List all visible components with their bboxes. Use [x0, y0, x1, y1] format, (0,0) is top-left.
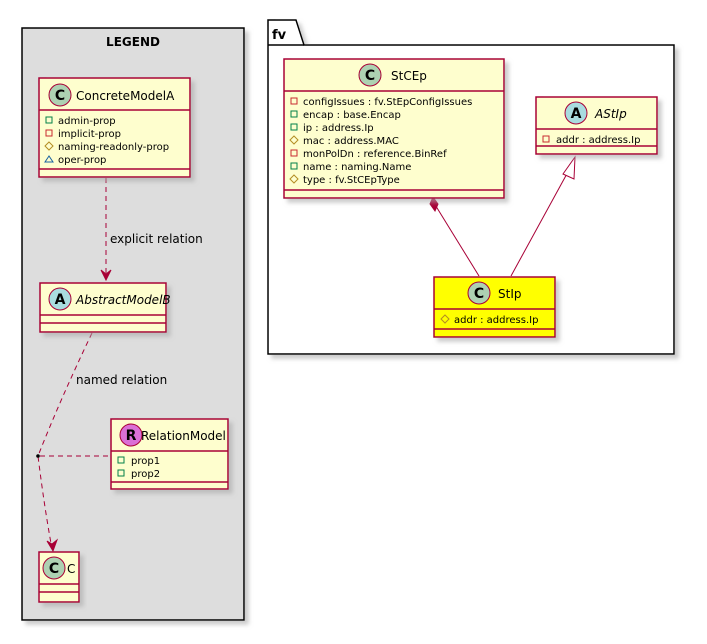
prop: addr : address.Ip: [454, 315, 538, 326]
class-circle-icon: [358, 63, 382, 87]
stereotype-letter: C: [55, 88, 65, 104]
public-visibility-icon: [290, 110, 298, 118]
prop: mac : address.MAC: [303, 136, 399, 147]
public-visibility-icon: [45, 116, 53, 124]
private-visibility-icon: [290, 97, 298, 105]
prop: implicit-prop: [58, 129, 121, 140]
inheritance-triangle: [562, 155, 576, 180]
package-name: fv: [272, 28, 287, 43]
class-name: AbstractModelB: [75, 293, 171, 307]
explicit-relation-arrowhead: [100, 269, 112, 282]
private-visibility-icon: [542, 135, 550, 143]
class-name: AStIp: [594, 107, 627, 121]
stereotype-letter: A: [55, 292, 66, 308]
private-visibility-icon: [45, 129, 53, 137]
prop: oper-prop: [58, 155, 106, 166]
class-stcep[interactable]: C StCEp configIssues : fv.StEpConfigIssu…: [283, 58, 505, 199]
public-visibility-icon: [117, 469, 125, 477]
class-stip[interactable]: C StIp addr : address.Ip: [433, 276, 556, 338]
abstract-circle-icon: [48, 287, 72, 311]
abstract-circle-icon: [564, 101, 588, 125]
prop: name : naming.Name: [303, 162, 411, 173]
relation-junction-dot: [36, 454, 40, 458]
class-circle-icon: [48, 83, 72, 107]
class-circle-icon: [467, 281, 491, 305]
public-visibility-icon: [117, 456, 125, 464]
stereotype-letter: C: [365, 68, 375, 84]
protected-visibility-icon: [289, 135, 299, 145]
legend-title: LEGEND: [106, 35, 160, 49]
prop: configIssues : fv.StEpConfigIssues: [303, 97, 472, 108]
class-relation-model[interactable]: R RelationModel prop1 prop2: [110, 418, 229, 490]
package-visibility-icon: [44, 155, 54, 163]
stereotype-letter: R: [126, 428, 137, 444]
prop: admin-prop: [58, 116, 116, 127]
private-visibility-icon: [290, 149, 298, 157]
composition-edge: [433, 202, 480, 277]
prop: prop2: [131, 469, 160, 480]
named-relation-label: named relation: [76, 373, 167, 387]
protected-visibility-icon: [440, 314, 450, 324]
class-name: StIp: [498, 287, 521, 301]
explicit-relation-label: explicit relation: [110, 232, 203, 246]
class-astip[interactable]: A AStIp addr : address.Ip: [535, 96, 658, 155]
protected-visibility-icon: [289, 174, 299, 184]
prop: type : fv.StCEpType: [303, 175, 400, 186]
composition-diamond: [429, 195, 439, 213]
class-name: RelationModel: [141, 429, 226, 443]
edges: explicit relation named relation: [36, 155, 576, 553]
prop: ip : address.Ip: [303, 123, 374, 134]
class-concrete-model-a[interactable]: C ConcreteModelA admin-prop implicit-pro…: [38, 77, 191, 178]
class-name: StCEp: [391, 69, 427, 83]
stereotype-letter: C: [474, 286, 484, 302]
public-visibility-icon: [290, 162, 298, 170]
relation-circle-icon: [119, 423, 143, 447]
stereotype-letter: A: [571, 106, 582, 122]
named-relation-arrowhead: [46, 538, 59, 553]
prop: encap : base.Encap: [303, 110, 401, 121]
class-abstract-model-b[interactable]: A AbstractModelB: [39, 282, 171, 333]
prop: addr : address.Ip: [556, 135, 640, 146]
public-visibility-icon: [290, 123, 298, 131]
class-circle-icon: [42, 556, 66, 580]
protected-visibility-icon: [44, 141, 54, 151]
class-name: C: [67, 562, 75, 576]
stereotype-letter: C: [49, 561, 59, 577]
prop: monPolDn : reference.BinRef: [303, 149, 447, 160]
prop: naming-readonly-prop: [58, 142, 169, 153]
class-c[interactable]: C C: [38, 551, 80, 603]
named-relation-edge: [37, 332, 93, 550]
inheritance-edge: [510, 169, 570, 277]
class-name: ConcreteModelA: [76, 89, 175, 103]
prop: prop1: [131, 456, 160, 467]
